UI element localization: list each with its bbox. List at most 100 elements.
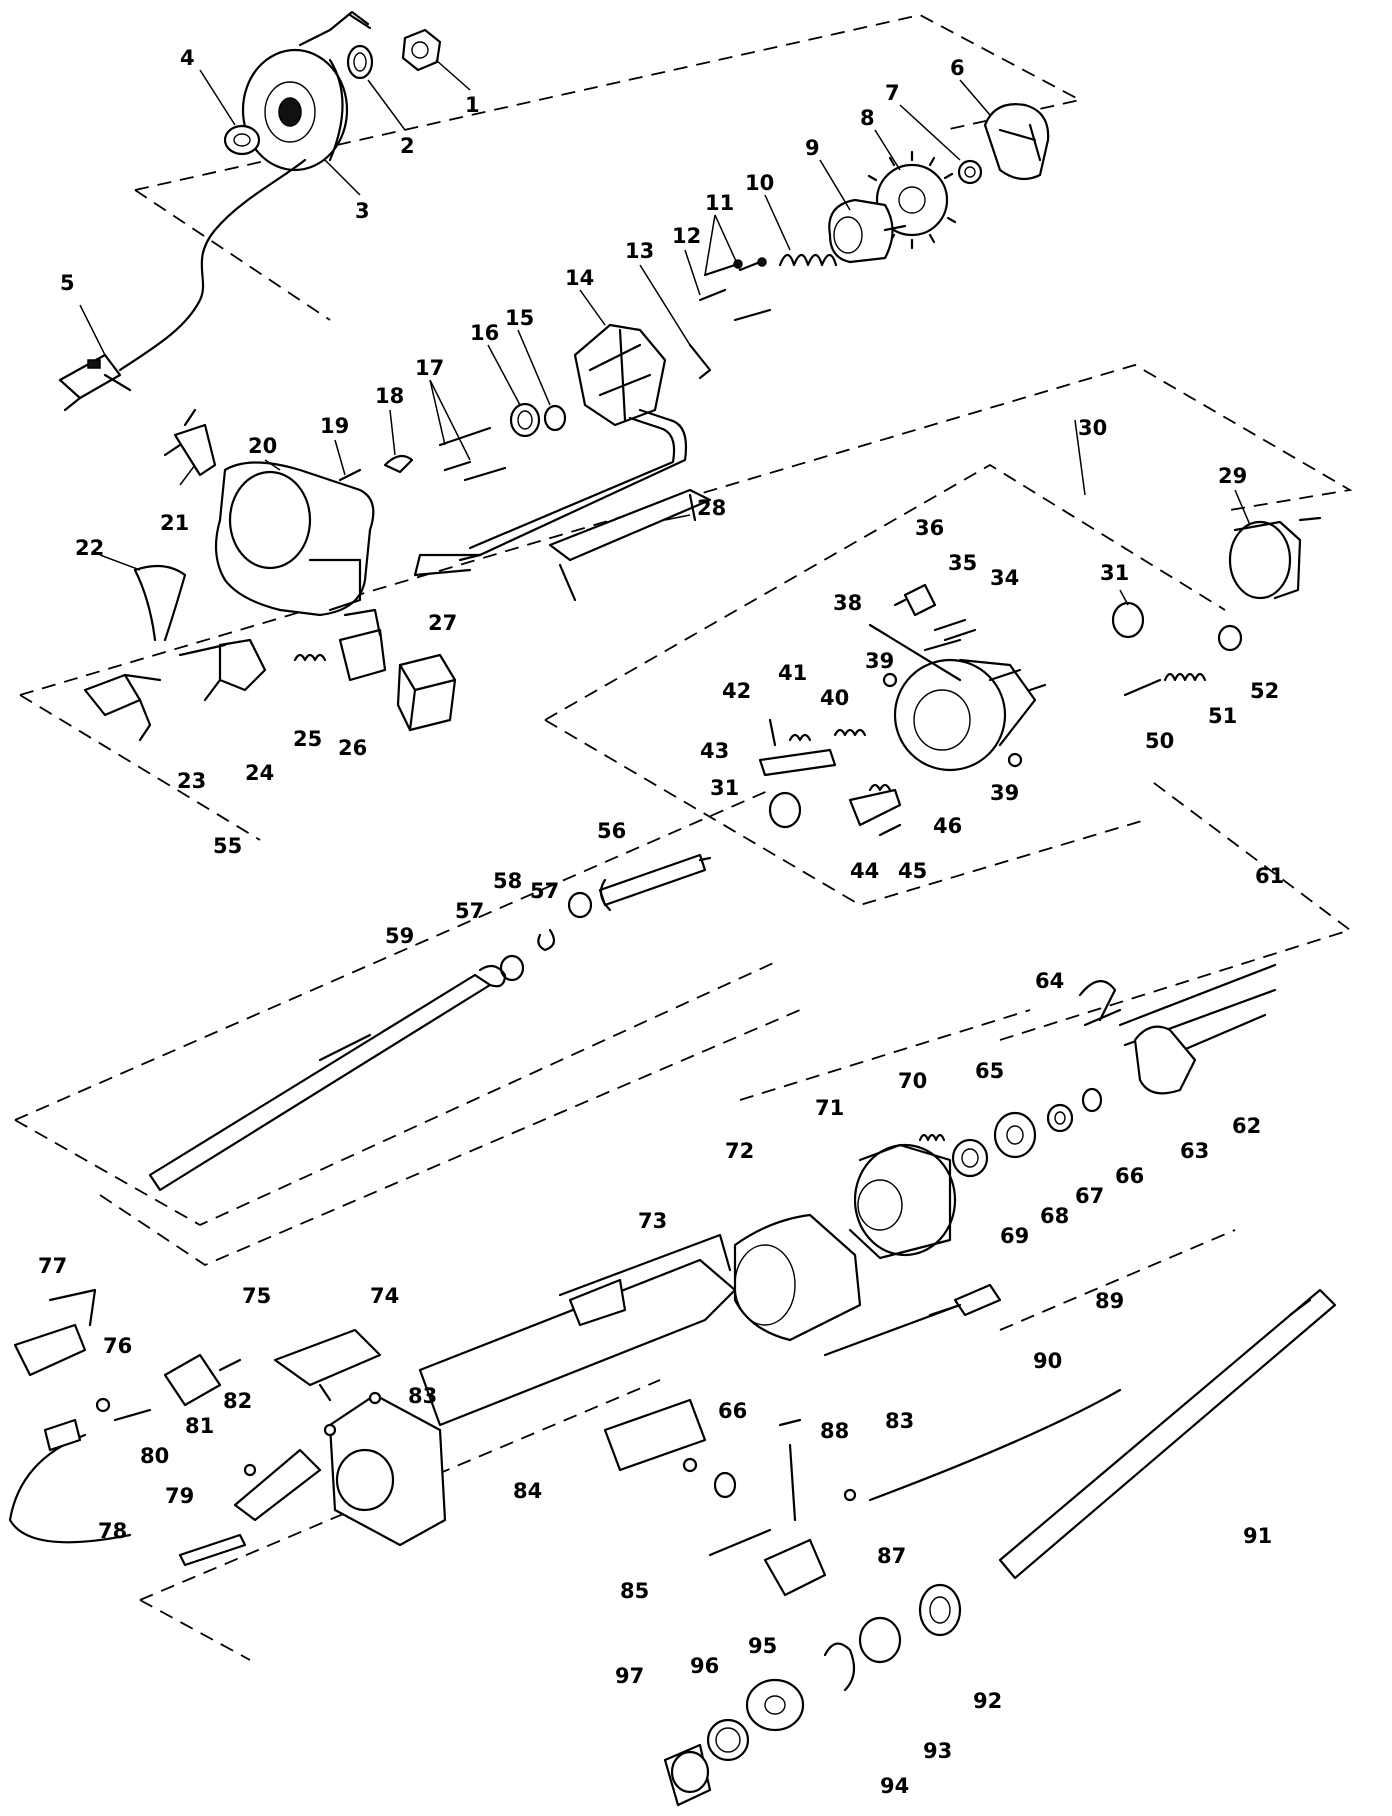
callout-label: 87 (877, 1544, 906, 1568)
callout-label: 55 (213, 834, 242, 858)
callout-label: 5 (60, 271, 75, 295)
callout-label: 43 (700, 739, 729, 763)
callout-label: 70 (898, 1069, 927, 1093)
steering-shaft-parts (148, 853, 712, 1192)
callout-label: 65 (975, 1059, 1004, 1083)
callout-label: 66 (1115, 1164, 1144, 1188)
callout-label: 22 (75, 536, 104, 560)
callout-label: 29 (1218, 464, 1247, 488)
callout-label: 6 (950, 56, 965, 80)
callout-label: 35 (948, 551, 977, 575)
callout-label: 82 (223, 1389, 252, 1413)
callout-label: 51 (1208, 704, 1237, 728)
callout-label: 20 (248, 434, 277, 458)
top-parts (58, 10, 1050, 577)
callout-label: 17 (415, 356, 444, 380)
tilt-head-parts (758, 516, 1322, 837)
callout-label: 67 (1075, 1184, 1104, 1208)
callout-label: 1 (465, 93, 480, 117)
callout-label: 88 (820, 1419, 849, 1443)
callout-label: 78 (98, 1519, 127, 1543)
callout-label: 69 (1000, 1224, 1029, 1248)
callout-label: 77 (38, 1254, 67, 1278)
callout-label: 10 (745, 171, 774, 195)
callout-label: 3 (355, 199, 370, 223)
callout-label: 62 (1232, 1114, 1261, 1138)
lock-housing-parts (83, 408, 712, 742)
callout-label: 31 (710, 776, 739, 800)
callout-label: 39 (990, 781, 1019, 805)
callout-label: 25 (293, 727, 322, 751)
callout-label: 13 (625, 239, 654, 263)
callout-label: 97 (615, 1664, 644, 1688)
callout-label: 42 (722, 679, 751, 703)
callout-label: 64 (1035, 969, 1064, 993)
callout-label: 14 (565, 266, 594, 290)
callout-label: 56 (597, 819, 626, 843)
callout-label: 30 (1078, 416, 1107, 440)
callout-label: 2 (400, 134, 415, 158)
callout-label: 57 (530, 879, 559, 903)
callout-label: 34 (990, 566, 1019, 590)
callout-label: 45 (898, 859, 927, 883)
callout-label: 91 (1243, 1524, 1272, 1548)
callout-label: 4 (180, 46, 195, 70)
jacket-parts (733, 963, 1277, 1342)
callout-label: 21 (160, 511, 189, 535)
callout-label: 8 (860, 106, 875, 130)
callout-label: 63 (1180, 1139, 1209, 1163)
callout-label: 72 (725, 1139, 754, 1163)
callout-label: 26 (338, 736, 367, 760)
callout-label: 24 (245, 761, 274, 785)
callout-label: 9 (805, 136, 820, 160)
callout-label: 52 (1250, 679, 1279, 703)
callout-label: 96 (690, 1654, 719, 1678)
callout-label: 59 (385, 924, 414, 948)
callout-label: 66 (718, 1399, 747, 1423)
callout-label: 41 (778, 661, 807, 685)
callout-label: 27 (428, 611, 457, 635)
callout-label: 39 (865, 649, 894, 673)
callout-label: 28 (697, 496, 726, 520)
callout-label: 89 (1095, 1289, 1124, 1313)
callout-label: 94 (880, 1774, 909, 1798)
callout-label: 73 (638, 1209, 667, 1233)
callout-label: 19 (320, 414, 349, 438)
callout-label: 85 (620, 1579, 649, 1603)
callout-label: 74 (370, 1284, 399, 1308)
callout-labels: 1 2 3 4 5 6 7 8 9 10 11 12 13 14 15 16 1… (38, 46, 1284, 1798)
callout-label: 71 (815, 1096, 844, 1120)
callout-label: 81 (185, 1414, 214, 1438)
callout-label: 75 (242, 1284, 271, 1308)
callout-label: 90 (1033, 1349, 1062, 1373)
callout-label: 58 (493, 869, 522, 893)
callout-label: 76 (103, 1334, 132, 1358)
callout-label: 80 (140, 1444, 169, 1468)
callout-label: 95 (748, 1634, 777, 1658)
callout-label: 50 (1145, 729, 1174, 753)
callout-label: 23 (177, 769, 206, 793)
lower-column-parts (8, 1233, 1337, 1807)
callout-label: 46 (933, 814, 962, 838)
leader-lines (79, 59, 1251, 606)
group-outlines (14, 14, 1353, 1661)
callout-label: 57 (455, 899, 484, 923)
callout-label: 36 (915, 516, 944, 540)
callout-label: 83 (885, 1409, 914, 1433)
callout-label: 61 (1255, 864, 1284, 888)
callout-label: 16 (470, 321, 499, 345)
callout-label: 44 (850, 859, 879, 883)
callout-label: 79 (165, 1484, 194, 1508)
callout-label: 84 (513, 1479, 542, 1503)
callout-label: 7 (885, 81, 900, 105)
callout-label: 40 (820, 686, 849, 710)
callout-label: 38 (833, 591, 862, 615)
callout-label: 31 (1100, 561, 1129, 585)
callout-label: 11 (705, 191, 734, 215)
callout-label: 92 (973, 1689, 1002, 1713)
callout-label: 68 (1040, 1204, 1069, 1228)
callout-label: 93 (923, 1739, 952, 1763)
callout-label: 15 (505, 306, 534, 330)
callout-label: 18 (375, 384, 404, 408)
